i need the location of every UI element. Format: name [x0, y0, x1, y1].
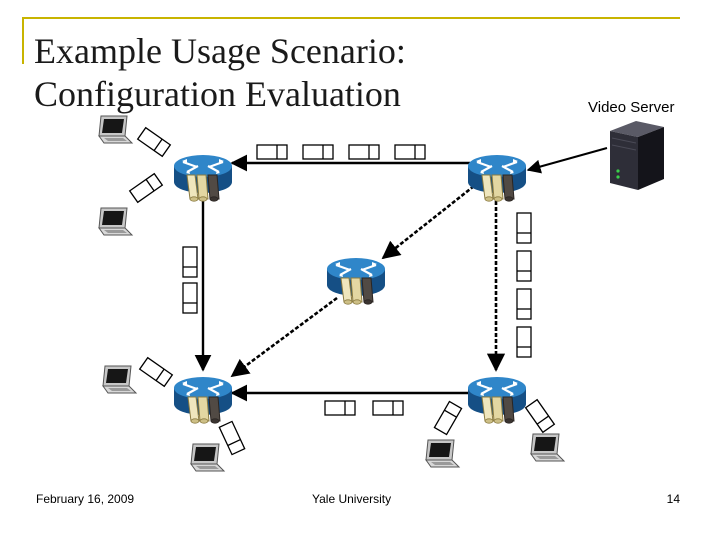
laptop-icon	[425, 439, 460, 468]
title-frame-top	[24, 17, 680, 19]
packet-icon	[129, 173, 163, 203]
server-tower-icon	[610, 121, 664, 190]
packet-icon	[516, 250, 532, 282]
packet-icon	[372, 400, 404, 416]
packet-icon	[516, 326, 532, 358]
link-tr-to-center-dashed	[381, 184, 475, 260]
router-bottom-right	[466, 375, 528, 424]
config-scroll-icon	[187, 396, 221, 424]
config-scroll-icon	[481, 174, 515, 202]
packet-icon	[182, 282, 198, 314]
packet-icon	[182, 246, 198, 278]
link-center-to-bl-dashed	[230, 296, 338, 378]
config-scroll-icon	[340, 277, 374, 305]
laptop-icon	[530, 433, 565, 462]
packet-icon	[525, 399, 555, 433]
page-number: 14	[666, 492, 680, 506]
laptop-icon	[98, 207, 133, 236]
link-server-to-tr	[526, 147, 608, 174]
slide-title-line-1: Example Usage Scenario:	[34, 31, 406, 71]
network-links	[194, 147, 608, 402]
slide-title: Example Usage Scenario: Configuration Ev…	[34, 30, 406, 116]
packet-icon	[302, 144, 334, 160]
footer-organization: Yale University	[312, 492, 392, 506]
laptop-icon	[98, 115, 133, 144]
laptop-icon	[102, 365, 137, 394]
packet-icon	[137, 127, 171, 157]
video-server-label: Video Server	[588, 99, 675, 116]
config-scroll-icon	[186, 174, 220, 202]
router-top-left	[172, 153, 234, 202]
packet-icon	[516, 288, 532, 320]
packet-icon	[348, 144, 380, 160]
title-frame-left	[22, 17, 24, 64]
laptop-icon	[190, 443, 225, 472]
packet-icon	[433, 400, 463, 436]
packet-icon	[256, 144, 288, 160]
slide-title-line-2: Configuration Evaluation	[34, 74, 401, 114]
footer-date: February 16, 2009	[36, 492, 135, 506]
packet-icon	[218, 420, 246, 456]
router-top-right	[466, 153, 528, 202]
config-scroll-icon	[481, 396, 515, 424]
packet-icon	[516, 212, 532, 244]
router-center	[325, 256, 387, 305]
packet-icon	[394, 144, 426, 160]
packet-icon	[139, 357, 173, 387]
packet-icon	[324, 400, 356, 416]
router-bottom-left	[172, 375, 234, 424]
